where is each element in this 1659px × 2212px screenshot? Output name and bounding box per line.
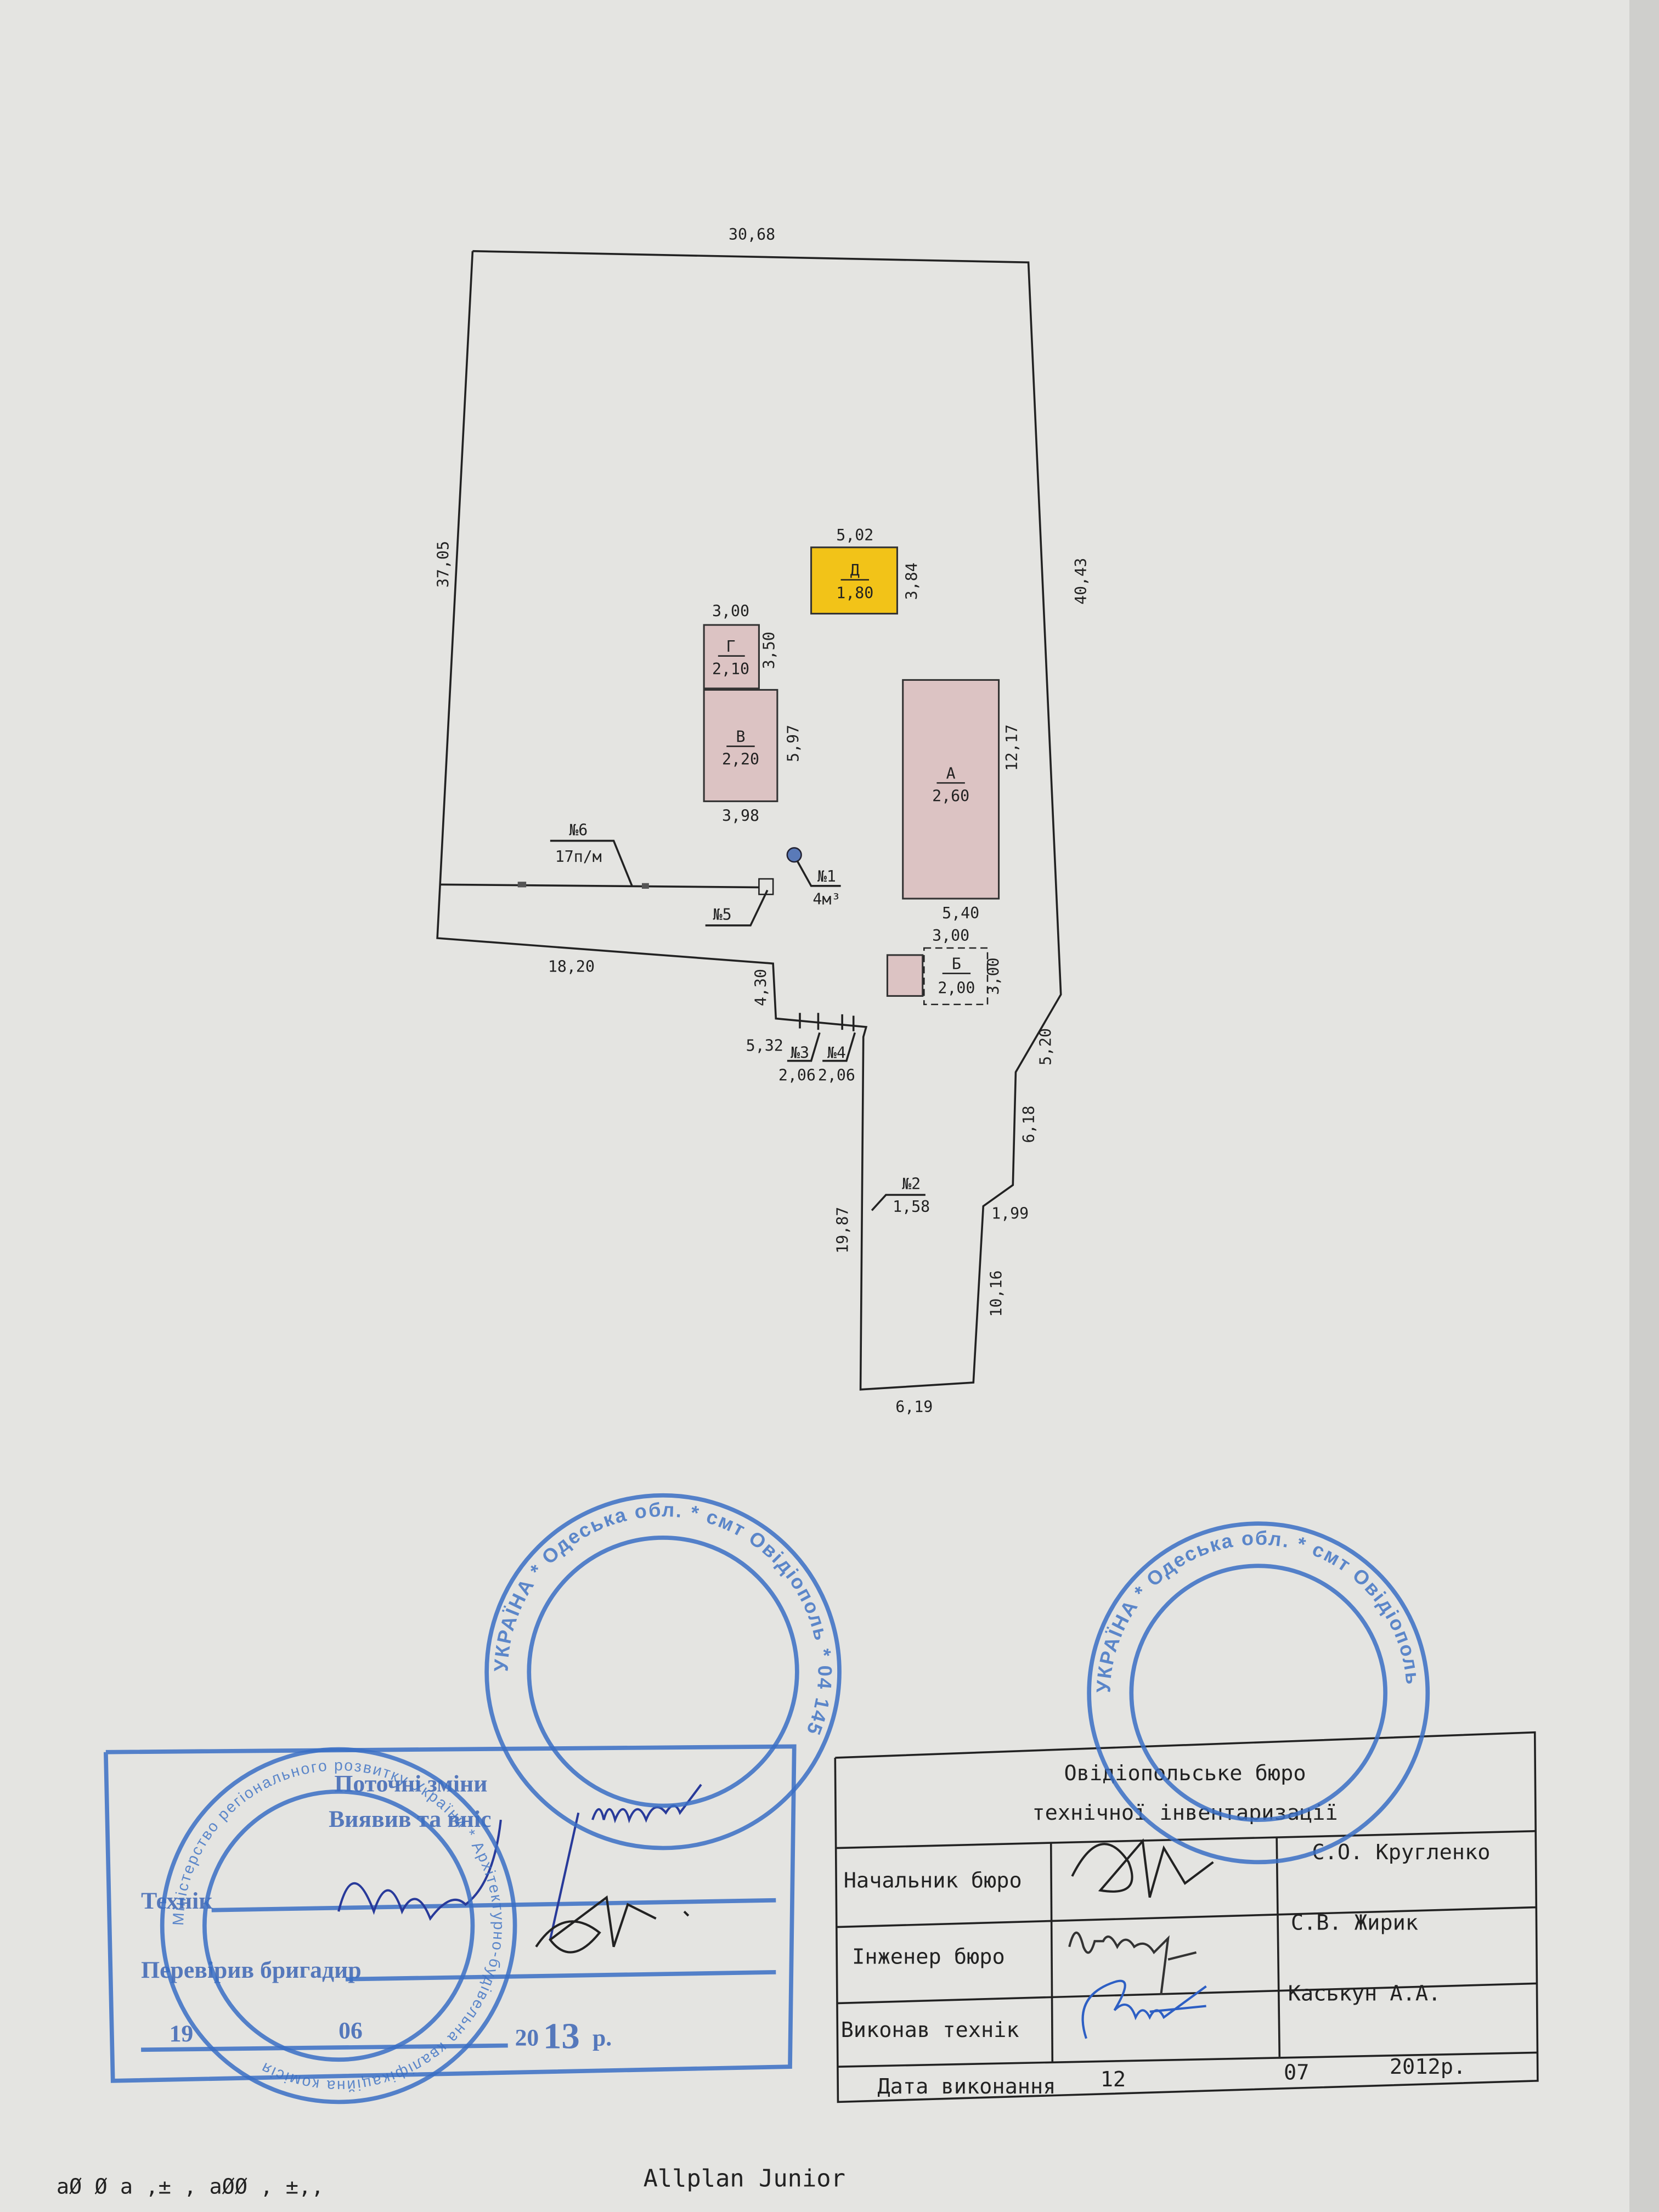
role-head: Начальник бюро: [844, 1869, 1022, 1893]
changes-date-year-prefix: 20: [515, 2025, 539, 2051]
building-depth: 5,97: [784, 725, 802, 762]
building-width: 3,00: [932, 927, 969, 945]
building-height: 2,60: [932, 787, 969, 805]
dim-lane-left: 19,87: [833, 1207, 851, 1254]
changes-date-month: 06: [338, 2018, 363, 2044]
changes-checked-label: Перевірив бригадир: [141, 1957, 361, 1983]
date-year: 2012р.: [1390, 2055, 1466, 2079]
n1-label: №1: [817, 867, 836, 885]
footer-software: Allplan Junior: [644, 2165, 845, 2193]
fence-post-marker: [642, 883, 649, 889]
date-month: 07: [1284, 2060, 1309, 2085]
building-width: 3,98: [722, 807, 759, 825]
well-n1: №1 4м³: [786, 847, 841, 908]
fence-n6: №6 17п/м №5: [440, 821, 774, 927]
fence-n2: №2 1,58: [871, 1175, 930, 1216]
n3-value: 2,06: [778, 1066, 816, 1085]
building-width: 3,00: [712, 602, 749, 620]
building-depth: 12,17: [1003, 724, 1021, 771]
changes-date-suffix: р.: [592, 2025, 612, 2051]
dim-right-diag: 5,20: [1037, 1028, 1055, 1065]
dim-top: 30,68: [729, 225, 775, 244]
signature-technician: [1081, 1979, 1207, 2039]
building-letter: А: [946, 764, 956, 782]
n1-value: 4м³: [812, 890, 840, 908]
role-engineer: Інженер бюро: [852, 1944, 1005, 1969]
site-plan: №6 17п/м №5 №1 4м³ №2 1,58 №3 2,06 №4 2,…: [435, 225, 1090, 1416]
building-height: 2,20: [722, 751, 759, 769]
building-letter: Д: [850, 561, 860, 579]
n2-value: 1,58: [893, 1198, 930, 1216]
signature-engineer: [1068, 1932, 1197, 1995]
name-engineer: С.В. Жирик: [1291, 1911, 1418, 1936]
title-block: Овідіопольське бюро технічної інвентариз…: [834, 1731, 1539, 2103]
building-letter: Б: [952, 955, 961, 973]
signature-brigadier: [535, 1895, 690, 1954]
signature-changes: [337, 1784, 702, 1940]
building-letter: В: [736, 728, 745, 746]
n4-label: №4: [827, 1044, 846, 1062]
gate-ticks: [799, 1013, 855, 1031]
building-width: 5,40: [942, 904, 979, 922]
building-depth: 3,50: [760, 631, 778, 669]
signature-head: [1071, 1838, 1214, 1898]
n6-label: №6: [569, 821, 588, 839]
org-name-line1: Овідіопольське бюро: [1064, 1761, 1306, 1786]
n6-value: 17п/м: [555, 848, 602, 866]
building-letter: Г: [726, 637, 735, 656]
n3-label: №3: [791, 1044, 809, 1062]
date-label: Дата виконання: [877, 2074, 1056, 2099]
building-a: А 2,60 5,40 12,17: [902, 679, 1021, 922]
building-depth: 3,84: [902, 562, 921, 600]
fence-post-marker: [517, 882, 527, 888]
building-v: В 2,20 3,98 5,97: [703, 689, 802, 825]
well-icon: [786, 847, 802, 863]
dim-step-horizontal: 5,32: [746, 1037, 783, 1055]
name-head: С.О. Кругленко: [1312, 1840, 1490, 1865]
dim-lane-right: 10,16: [988, 1270, 1006, 1317]
dim-step-vertical: 4,30: [752, 969, 770, 1006]
name-technician: Каськун А.А.: [1288, 1981, 1441, 2006]
building-d: Д 1,80 5,02 3,84: [810, 526, 921, 615]
building-height: 2,00: [938, 979, 975, 997]
org-name-line2: технічної інвентаризації: [1032, 1801, 1338, 1825]
dim-right-jog: 1,99: [991, 1205, 1029, 1223]
footer-garbled-text: аØ Ø а ,± , аØØ , ±,,: [57, 2175, 324, 2199]
building-height: 2,10: [712, 660, 749, 678]
changes-technician-label: Технік: [141, 1888, 213, 1914]
dim-right-mid: 6,18: [1020, 1105, 1038, 1143]
n4-value: 2,06: [818, 1066, 855, 1085]
building-height: 1,80: [836, 584, 873, 602]
changes-date-day: 19: [170, 2021, 194, 2047]
building-width: 5,02: [836, 526, 873, 544]
n5-label: №5: [713, 906, 732, 924]
dim-right: 40,43: [1072, 558, 1090, 605]
page-edge: [1629, 0, 1659, 2212]
building-g: Г 2,10 3,00 3,50: [703, 602, 778, 690]
building-depth: 3,00: [985, 957, 1003, 995]
n2-label: №2: [902, 1175, 921, 1193]
changes-date-year-suffix: 13: [543, 2016, 580, 2057]
role-technician: Виконав технік: [841, 2018, 1019, 2042]
dim-left: 37,05: [435, 541, 453, 588]
dim-left-bottom: 18,20: [548, 958, 595, 976]
lot-boundary: [436, 250, 1062, 1391]
current-changes-stamp: Поточні зміни Виявив та вніс Технік Пере…: [104, 1744, 797, 2083]
building-b: Б 2,00 3,00 3,00: [886, 927, 1003, 1006]
date-day: 12: [1101, 2067, 1126, 2092]
dim-lane-bottom: 6,19: [895, 1398, 933, 1416]
